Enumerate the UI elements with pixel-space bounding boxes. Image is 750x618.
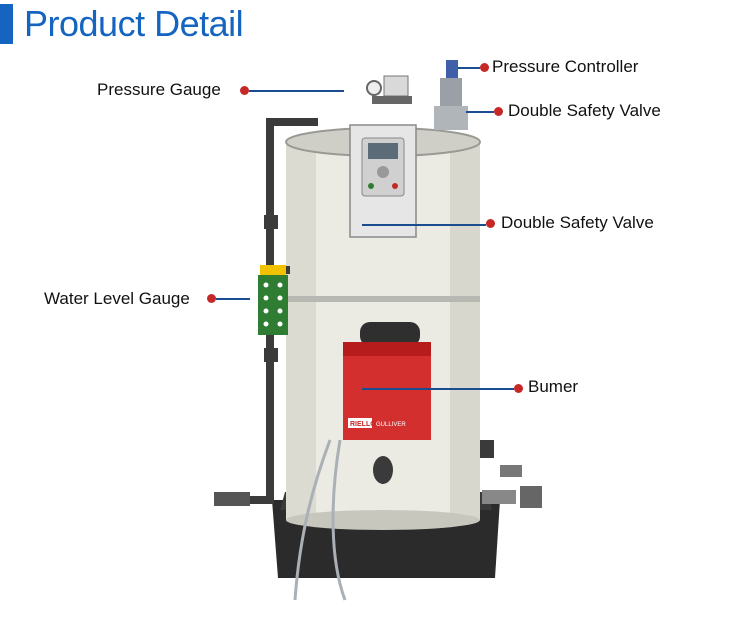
callout-dot [207, 294, 216, 303]
page-title: Product Detail [24, 3, 244, 44]
burner-unit: RIELLO GULLIVER [343, 322, 431, 484]
right-valves [480, 440, 542, 508]
callout-dot [480, 63, 489, 72]
callout-leader-line [466, 111, 494, 113]
callout-leader-line [458, 67, 480, 69]
callout-label-water-level-gauge: Water Level Gauge [44, 289, 190, 308]
callout-label-double-safety-valve-mid: Double Safety Valve [501, 213, 654, 232]
callout-leader-line [362, 224, 486, 226]
header-accent-bar [0, 4, 13, 44]
callout-label-pressure-controller: Pressure Controller [492, 57, 639, 76]
water-level-gauge-device [258, 265, 288, 335]
svg-text:GULLIVER: GULLIVER [376, 422, 406, 428]
callout-leader-line [362, 388, 514, 390]
pipe-fitting [264, 348, 278, 362]
control-panel [349, 124, 417, 238]
pipe-fitting [264, 215, 278, 229]
callout-dot [514, 384, 523, 393]
callout-leader-line [249, 90, 344, 92]
burner-cables [293, 439, 347, 601]
callout-dot [240, 86, 249, 95]
callout-label-pressure-gauge: Pressure Gauge [97, 80, 221, 99]
callout-leader-line [216, 298, 250, 300]
drain-valve [214, 492, 250, 506]
svg-text:RIELLO: RIELLO [350, 421, 376, 428]
callout-label-burner: Bumer [528, 377, 579, 396]
top-fittings [366, 60, 468, 130]
callout-dot [486, 219, 495, 228]
callout-dot [494, 107, 503, 116]
callout-label-double-safety-valve-top: Double Safety Valve [508, 101, 661, 120]
